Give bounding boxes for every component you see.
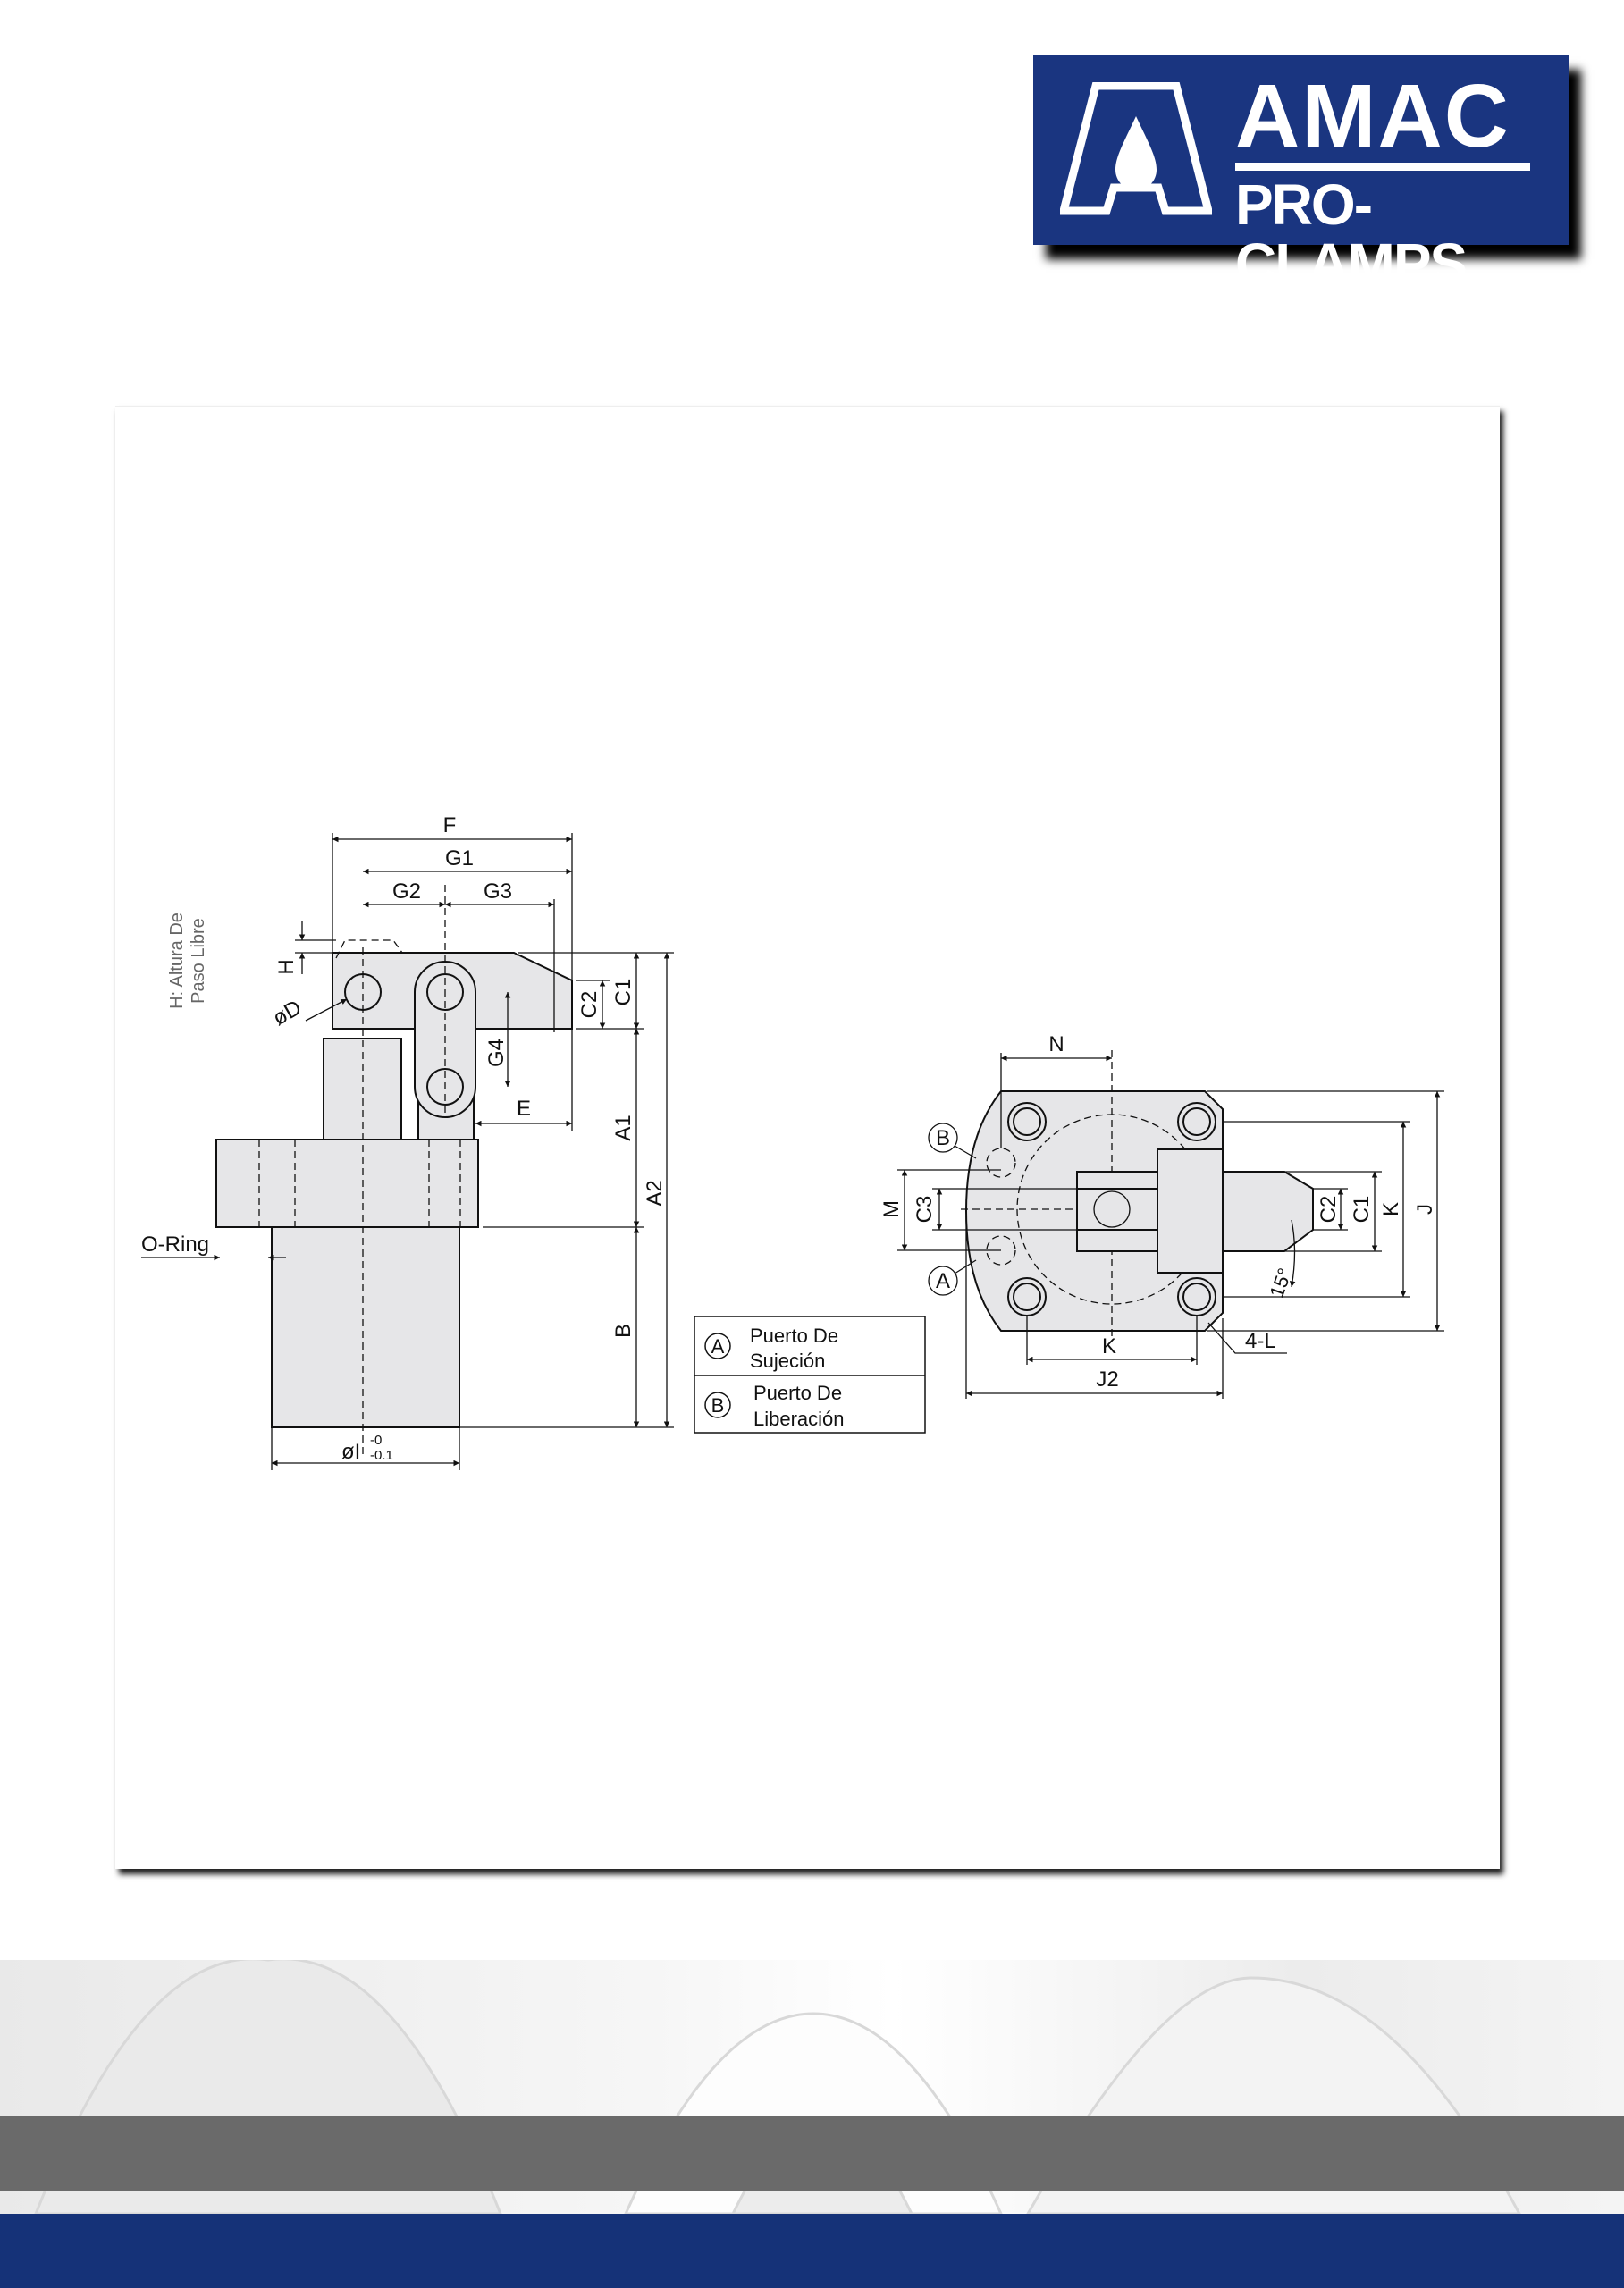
note-line2: Paso Libre — [189, 918, 208, 1004]
dim-e: E — [517, 1097, 531, 1121]
dim-c1: C1 — [611, 979, 635, 1006]
dim-g2: G2 — [392, 879, 421, 904]
logo-divider — [1235, 163, 1530, 171]
dim-i: øI — [341, 1440, 360, 1464]
port-b-label: B — [936, 1126, 950, 1150]
flange — [215, 1139, 479, 1228]
angle-15: 15° — [1266, 1266, 1297, 1301]
dim-h: H — [274, 959, 299, 974]
legend-b-line1: Puerto De — [753, 1382, 842, 1404]
dim-i-tol-upper: -0 — [370, 1433, 382, 1448]
dim-g3: G3 — [484, 879, 512, 904]
footer-blue-band — [0, 2214, 1624, 2288]
dim-c2-top: C2 — [1317, 1196, 1341, 1224]
legend-b-symbol: B — [711, 1394, 725, 1417]
oring-label: O-Ring — [141, 1232, 209, 1257]
dim-n: N — [1048, 1032, 1064, 1056]
port-a-bubble — [928, 1266, 958, 1296]
dim-c1-top: C1 — [1350, 1196, 1374, 1224]
dim-c3: C3 — [913, 1196, 937, 1224]
side-view-labels: F G1 G2 G3 H øD C2 C1 G4 E A1 A2 B O-Rin… — [141, 813, 667, 1464]
side-view — [141, 833, 674, 1470]
dim-f: F — [443, 813, 457, 837]
dim-k-right: K — [1379, 1202, 1403, 1216]
link-block — [1157, 1148, 1224, 1274]
dim-a2: A2 — [643, 1180, 667, 1206]
port-legend: A Puerto De Sujeción B Puerto De Liberac… — [694, 1316, 926, 1434]
footer-grey-band — [0, 2116, 1624, 2191]
body-cylinder — [271, 1226, 460, 1428]
dim-g4: G4 — [484, 1039, 509, 1067]
legend-a-line2: Sujeción — [750, 1350, 825, 1372]
port-b-bubble — [928, 1123, 958, 1153]
legend-a-symbol: A — [711, 1335, 725, 1358]
clevis — [1076, 1171, 1158, 1252]
clamp-arm-top — [1222, 1171, 1314, 1252]
dim-b: B — [611, 1324, 635, 1338]
dim-j2: J2 — [1096, 1367, 1118, 1392]
dim-k-bottom: K — [1102, 1334, 1116, 1358]
dim-g1: G1 — [445, 846, 474, 871]
dim-m: M — [879, 1200, 904, 1218]
logo-tagline: PRO-CLAMPS — [1235, 172, 1468, 296]
dim-i-tol-lower: -0.1 — [370, 1448, 393, 1463]
dim-c2: C2 — [577, 991, 602, 1019]
amac-logo: AMAC PRO-CLAMPS — [1033, 55, 1569, 293]
top-view — [897, 1050, 1444, 1399]
dim-a1: A1 — [611, 1115, 635, 1140]
note-line1: H: Altura De — [167, 913, 187, 1009]
logo-a-drop-icon — [1060, 82, 1212, 215]
port-a-label: A — [936, 1269, 950, 1293]
dim-4l: 4-L — [1245, 1329, 1276, 1353]
legend-a-line1: Puerto De — [750, 1325, 838, 1347]
dim-j: J — [1413, 1204, 1437, 1215]
dim-d: øD — [269, 996, 306, 1030]
logo-brand: AMAC — [1235, 66, 1510, 166]
legend-b-line2: Liberación — [753, 1408, 845, 1430]
